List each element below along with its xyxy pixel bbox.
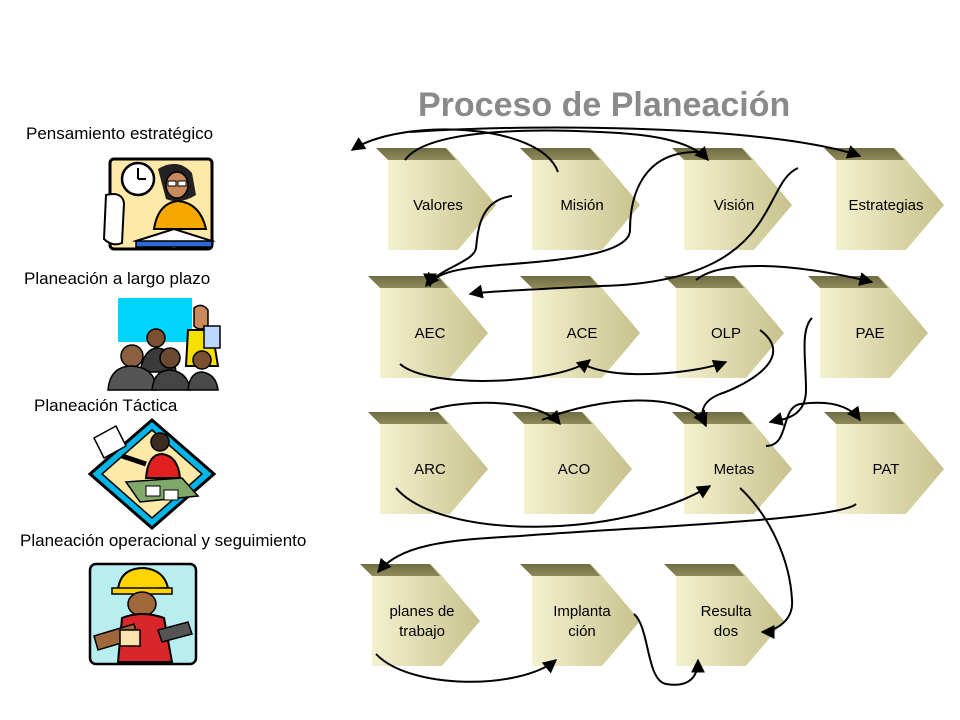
node-valores: Valores — [376, 148, 496, 250]
construction-worker-icon — [88, 562, 200, 671]
node-label-implantacion: Implanta — [553, 603, 611, 620]
node-label-valores: Valores — [413, 197, 463, 214]
node-label-resultados: Resulta — [701, 603, 753, 620]
arrow-pae-metas — [768, 317, 813, 426]
node-label-aco: ACO — [558, 461, 591, 478]
node-label-planes: planes de — [389, 603, 454, 620]
node-label-implantacion: ción — [568, 623, 596, 640]
arrow-mision-aec — [425, 195, 513, 288]
node-resultados: Resulta dos — [664, 564, 784, 666]
node-pae: PAE — [808, 276, 928, 378]
node-aec: AEC — [368, 276, 488, 378]
reader-with-clock-icon — [100, 155, 218, 260]
node-label-pae: PAE — [856, 325, 885, 342]
arrow-planes-implantacion — [375, 653, 558, 683]
arrow-valores-vision — [404, 129, 709, 162]
page-title: Proceso de Planeación — [418, 86, 791, 124]
section-label-long-term: Planeación a largo plazo — [24, 269, 211, 288]
node-implantacion: Implanta ción — [520, 564, 640, 666]
node-vision: Visión — [672, 148, 792, 250]
node-ace: ACE — [520, 276, 640, 378]
node-label-mision: Misión — [560, 197, 603, 214]
section-label-strategic: Pensamiento estratégico — [26, 124, 214, 143]
arrow-estrategias-aec — [468, 167, 799, 299]
arrow-pat-planes — [377, 503, 857, 574]
node-label-metas: Metas — [714, 461, 755, 478]
arrow-implantacion-resultados — [633, 613, 705, 686]
node-pat: PAT — [824, 412, 944, 514]
node-arc: ARC — [368, 412, 488, 514]
arrow-olp-pae — [695, 265, 874, 286]
section-label-tactical: Planeación Táctica — [34, 396, 178, 415]
arrow-ace-olp — [584, 359, 728, 376]
node-label-resultados: dos — [714, 623, 738, 640]
node-label-vision: Visión — [714, 197, 755, 214]
node-label-estrategias: Estrategias — [848, 197, 923, 214]
node-estrategias: Estrategias — [824, 148, 944, 250]
node-planes: planes de trabajo — [360, 564, 480, 666]
arrow-aec-ace — [399, 359, 592, 382]
arrow-metas-resultados — [739, 487, 794, 639]
node-aco: ACO — [512, 412, 632, 514]
section-label-operational: Planeación operacional y seguimiento — [20, 531, 307, 550]
desk-worker-icon — [86, 416, 218, 537]
node-label-arc: ARC — [414, 461, 446, 478]
node-label-olp: OLP — [711, 325, 741, 342]
meeting-presentation-icon — [104, 296, 222, 397]
node-mision: Misión — [520, 148, 640, 250]
node-olp: OLP — [664, 276, 784, 378]
arrow-vision-aec-1 — [423, 150, 701, 288]
arrow-top-estrategias — [409, 126, 862, 159]
node-metas: Metas — [672, 412, 792, 514]
node-label-aec: AEC — [415, 325, 446, 342]
node-label-ace: ACE — [567, 325, 598, 342]
node-label-pat: PAT — [873, 461, 900, 478]
arrow-metas-pat — [765, 401, 861, 447]
node-label-planes: trabajo — [399, 623, 445, 640]
arrow-arc-metas — [395, 485, 712, 528]
arrow-aco-metas — [541, 399, 708, 428]
arrow-mision-valores — [350, 128, 559, 173]
